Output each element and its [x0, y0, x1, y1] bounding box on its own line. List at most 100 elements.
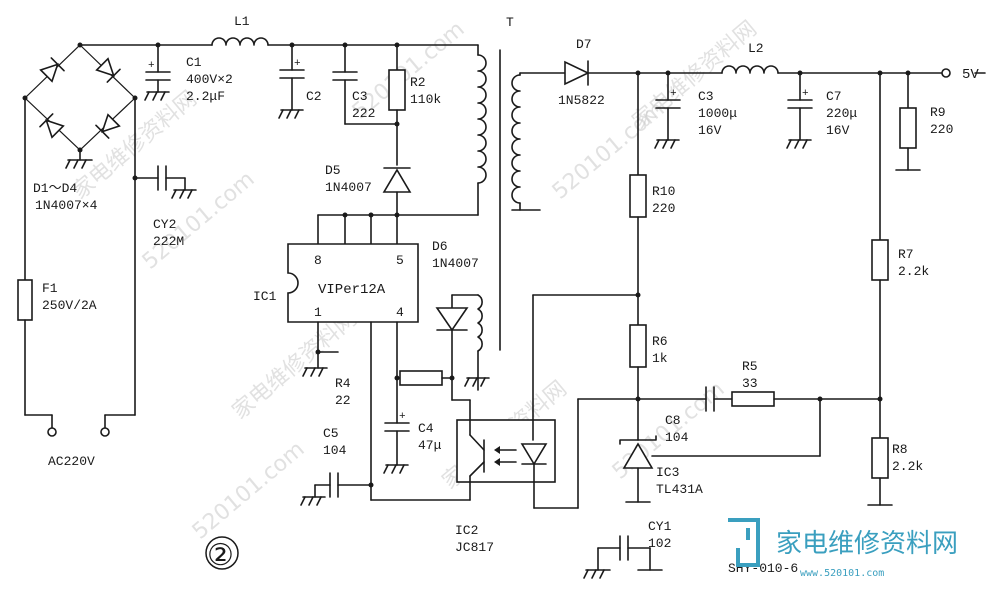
d5-part: 1N4007: [325, 180, 372, 195]
r6-label: R6: [652, 334, 668, 349]
watermark-cn: 家电维修资料网: [628, 16, 762, 134]
c5-value: 104: [323, 443, 347, 458]
ic1-pin8: 8: [314, 253, 322, 268]
svg-text:+: +: [802, 88, 809, 100]
c7-value: 220μ: [826, 106, 857, 121]
fuse-f1: [17, 279, 33, 321]
c4-value: 47μ: [418, 438, 442, 453]
d1-d4-part: 1N4007×4: [35, 198, 98, 213]
r10-label: R10: [652, 184, 675, 199]
f1-label: F1: [42, 281, 58, 296]
cy2-label: CY2: [153, 217, 176, 232]
transformer-secondary: [511, 74, 521, 204]
diode-d7: [564, 60, 590, 86]
c8-value: 104: [665, 430, 689, 445]
resistor-r9: [899, 107, 917, 149]
transformer-primary: [477, 54, 487, 184]
ic1-pin1: 1: [314, 305, 322, 320]
r5-value: 33: [742, 376, 758, 391]
watermark-url: 520101.com: [188, 437, 310, 545]
ground-icon: [278, 109, 304, 119]
ic3-label: IC3: [656, 465, 679, 480]
r4-label: R4: [335, 376, 351, 391]
brand-logo: 家电维修资料网 www.520101.com: [728, 518, 958, 579]
c7-label: C7: [826, 89, 842, 104]
c3-left-value: 222: [352, 106, 375, 121]
r5-label: R5: [742, 359, 758, 374]
r8-label: R8: [892, 442, 908, 457]
ground-icon: [583, 569, 611, 579]
ground-icon: [383, 464, 409, 474]
r2-label: R2: [410, 75, 426, 90]
ic1-pin4: 4: [396, 305, 404, 320]
ground-icon: [65, 159, 93, 169]
transformer-aux: [477, 294, 483, 352]
d7-label: D7: [576, 37, 592, 52]
ground-icon: [654, 139, 680, 149]
c1-voltage: 400V×2: [186, 72, 233, 87]
r9-value: 220: [930, 122, 953, 137]
ac-label: AC220V: [48, 454, 95, 469]
diode-d6: [435, 307, 469, 332]
d5-label: D5: [325, 163, 341, 178]
c3-left-label: C3: [352, 89, 368, 104]
ic3-part: TL431A: [656, 482, 703, 497]
svg-text:+: +: [294, 58, 301, 70]
c1-label: C1: [186, 55, 202, 70]
resistor-r7: [871, 239, 889, 281]
c7-voltage: 16V: [826, 123, 850, 138]
c3-right-voltage: 16V: [698, 123, 722, 138]
ac-terminal-right: [100, 427, 110, 437]
ic1-part: VIPer12A: [318, 282, 386, 298]
r4-value: 22: [335, 393, 351, 408]
ground-icon: [464, 377, 490, 387]
cy1-value: 102: [648, 536, 671, 551]
resistor-r2: [388, 69, 406, 111]
output-label: 5V: [962, 67, 979, 83]
ic1-pin5: 5: [396, 253, 404, 268]
transformer-label: T: [506, 15, 514, 30]
svg-text:+: +: [399, 411, 406, 423]
resistor-r8: [871, 437, 889, 479]
ic1-label: IC1: [253, 289, 277, 304]
c3-right-value: 1000μ: [698, 106, 737, 121]
ground-icon: [171, 189, 197, 199]
figure-number: ②: [207, 538, 234, 573]
d7-part: 1N5822: [558, 93, 605, 108]
ic2-label: IC2: [455, 523, 478, 538]
ac-terminal-left: [47, 427, 57, 437]
r6-value: 1k: [652, 351, 668, 366]
resistor-r10: [629, 174, 647, 218]
resistor-r4: [399, 370, 443, 386]
brand-url: www.520101.com: [800, 568, 884, 579]
r9-label: R9: [930, 105, 946, 120]
resistor-r6: [629, 324, 647, 368]
c5-label: C5: [323, 426, 339, 441]
inductor-l2: [721, 65, 779, 74]
cy1-label: CY1: [648, 519, 672, 534]
output-terminal: [941, 68, 951, 78]
l2-label: L2: [748, 41, 764, 56]
resistor-r5: [731, 391, 775, 407]
d6-part: 1N4007: [432, 256, 479, 271]
l1-label: L1: [234, 14, 250, 29]
c8-label: C8: [665, 413, 681, 428]
r7-label: R7: [898, 247, 914, 262]
ground-icon: [144, 91, 170, 101]
c2-label: C2: [306, 89, 322, 104]
brand-name: 家电维修资料网: [776, 529, 958, 559]
inductor-l1: [211, 37, 269, 46]
d1-d4-label: D1～D4: [33, 181, 77, 196]
ic2-part: JC817: [455, 540, 494, 555]
r2-value: 110k: [410, 92, 441, 107]
r10-value: 220: [652, 201, 675, 216]
bridge-rectifier: [22, 42, 138, 153]
r7-value: 2.2k: [898, 264, 929, 279]
ground-icon: [302, 367, 328, 377]
c4-label: C4: [418, 421, 434, 436]
c3-right-label: C3: [698, 89, 714, 104]
ground-icon: [786, 139, 812, 149]
cy2-value: 222M: [153, 234, 184, 249]
ic1-viper12a: [287, 243, 419, 323]
